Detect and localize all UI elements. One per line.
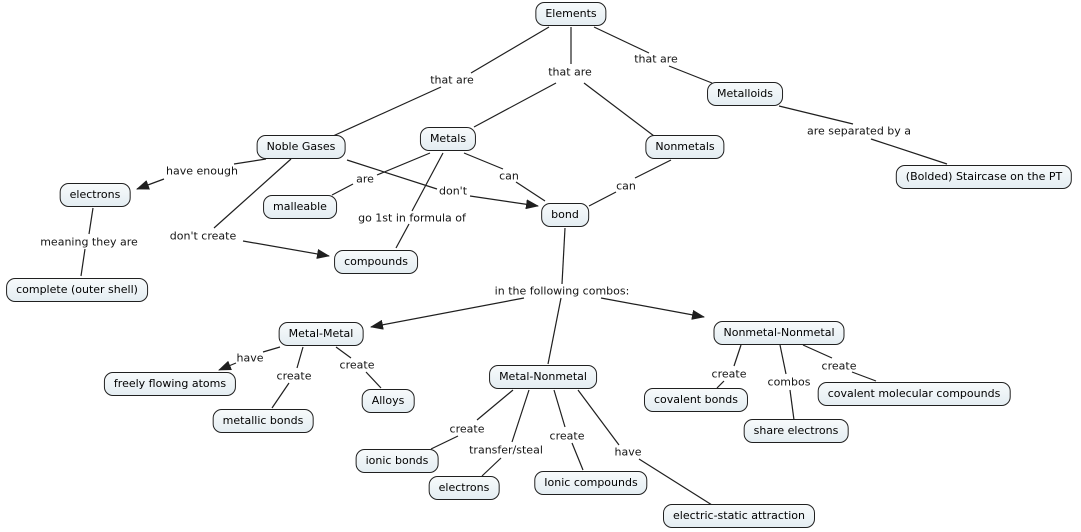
link-label-have-enough[interactable]: have enough bbox=[166, 164, 238, 178]
link-label-have-left[interactable]: have bbox=[236, 351, 264, 365]
edge-comboslabel-to-metalnonmetal bbox=[547, 297, 562, 365]
link-label-that-are-left[interactable]: that are bbox=[430, 73, 474, 87]
concept-node-metal-metal[interactable]: Metal-Metal bbox=[278, 322, 364, 346]
link-label-have-right[interactable]: have bbox=[614, 445, 642, 459]
concept-node-nonmetal-nonmetal[interactable]: Nonmetal-Nonmetal bbox=[713, 321, 845, 345]
link-label-meaning-they-are[interactable]: meaning they are bbox=[40, 235, 138, 249]
link-label-create-mm-alloys[interactable]: create bbox=[339, 358, 375, 372]
edge-create-to-cmc bbox=[851, 371, 877, 382]
edge-metalloids-to-separated bbox=[778, 105, 854, 125]
edge-noblegases-to-dont bbox=[346, 159, 438, 190]
link-label-can-right[interactable]: can bbox=[616, 179, 636, 193]
link-label-combos[interactable]: combos bbox=[767, 375, 811, 389]
link-label-are-separated-by-a[interactable]: are separated by a bbox=[806, 124, 912, 138]
edge-noblegases-to-haveenough bbox=[233, 158, 267, 165]
edge-nn-to-combos bbox=[779, 344, 787, 375]
edge-canright-to-bond bbox=[588, 191, 617, 207]
concept-node-nonmetals[interactable]: Nonmetals bbox=[645, 135, 725, 159]
link-label-create-nn-covalent[interactable]: create bbox=[711, 367, 747, 381]
link-label-create-mn-ionic[interactable]: create bbox=[449, 422, 485, 436]
edge-electrons-to-meaning bbox=[88, 207, 94, 235]
edge-metalmetal-to-have bbox=[262, 346, 281, 353]
edge-combos-to-shareelectrons bbox=[789, 389, 795, 421]
concept-node-bond[interactable]: bond bbox=[541, 203, 589, 227]
concept-node-ionic-compounds[interactable]: Ionic compounds bbox=[534, 471, 648, 495]
edge-comboslabel-to-nonmetalnonmetal bbox=[600, 297, 705, 320]
edge-metalmetal-to-create-alloys bbox=[335, 346, 352, 359]
link-label-that-are-mid[interactable]: that are bbox=[548, 65, 592, 79]
edge-have-to-electricstatic bbox=[638, 458, 713, 506]
edge-metalmetal-to-create-metallic bbox=[296, 346, 304, 369]
concept-node-electrons-transferred[interactable]: electrons bbox=[428, 476, 500, 500]
edge-thatare-right-to-metalloids bbox=[668, 65, 713, 84]
edge-bond-to-combos-label bbox=[561, 227, 566, 285]
edge-have-to-freelyflowing bbox=[218, 360, 237, 371]
link-label-are[interactable]: are bbox=[356, 172, 374, 186]
concept-node-metal-nonmetal[interactable]: Metal-Nonmetal bbox=[489, 365, 597, 389]
edge-create-to-alloys bbox=[365, 371, 382, 389]
edge-create-to-covalentbonds bbox=[716, 380, 725, 389]
concept-node-covalent-bonds[interactable]: covalent bonds bbox=[643, 388, 749, 412]
edge-canleft-to-bond bbox=[515, 181, 546, 202]
concept-node-alloys[interactable]: Alloys bbox=[361, 389, 415, 413]
edge-transfersteal-to-electrons bbox=[481, 457, 502, 477]
edge-elements-to-thatare-left bbox=[470, 26, 550, 74]
link-label-create-mn-ionic-compounds[interactable]: create bbox=[549, 429, 585, 443]
edge-nn-to-create-covalent bbox=[733, 344, 742, 367]
edge-create-to-ionicbonds bbox=[430, 435, 459, 450]
edge-are-to-malleable bbox=[331, 183, 354, 196]
edge-nn-to-create-cmc bbox=[802, 344, 833, 359]
edge-metalnonmetal-to-create-ionic bbox=[476, 389, 514, 421]
concept-node-elements[interactable]: Elements bbox=[535, 2, 607, 26]
link-label-go-1st-in-formula-of[interactable]: go 1st in formula of bbox=[358, 211, 466, 225]
edge-comboslabel-to-metalmetal bbox=[370, 297, 525, 330]
edge-meaning-to-complete bbox=[80, 248, 86, 277]
edge-metals-to-go1st bbox=[411, 152, 444, 212]
concept-node-metals[interactable]: Metals bbox=[419, 127, 477, 151]
edge-dontcreate-to-compounds bbox=[242, 240, 330, 259]
edge-haveenough-to-electrons bbox=[136, 178, 165, 190]
link-label-in-the-following-combos[interactable]: in the following combos: bbox=[494, 284, 630, 298]
concept-node-metallic-bonds[interactable]: metallic bonds bbox=[212, 409, 314, 433]
concept-node-staircase[interactable]: (Bolded) Staircase on the PT bbox=[895, 165, 1073, 189]
edge-nonmetals-to-can-right bbox=[634, 159, 672, 179]
edge-metalnonmetal-to-transfersteal bbox=[511, 389, 530, 443]
edge-metalnonmetal-to-create-ioncomp bbox=[553, 389, 566, 428]
edge-metalnonmetal-to-have bbox=[577, 389, 620, 446]
link-label-create-mm-metallic[interactable]: create bbox=[276, 369, 312, 383]
link-label-transfer-steal[interactable]: transfer/steal bbox=[469, 443, 543, 457]
edge-noblegases-to-dontcreate bbox=[213, 158, 292, 229]
edge-thatare-mid-to-nonmetals bbox=[583, 82, 655, 137]
concept-node-freely-flowing-atoms[interactable]: freely flowing atoms bbox=[103, 372, 237, 396]
concept-node-covalent-molecular-compounds[interactable]: covalent molecular compounds bbox=[817, 382, 1011, 406]
concept-node-electric-static-attraction[interactable]: electric-static attraction bbox=[663, 504, 815, 528]
link-label-dont[interactable]: don't bbox=[438, 184, 468, 198]
concept-node-electrons-outer[interactable]: electrons bbox=[59, 183, 131, 207]
concept-node-complete-outer-shell[interactable]: complete (outer shell) bbox=[6, 278, 148, 302]
edge-metals-to-are bbox=[376, 152, 431, 176]
edge-dont-to-bond bbox=[469, 195, 539, 210]
concept-node-ionic-bonds[interactable]: ionic bonds bbox=[355, 449, 439, 473]
edge-go1st-to-compounds bbox=[395, 223, 410, 249]
edge-separated-to-staircase bbox=[870, 138, 948, 165]
edge-metals-to-can-left bbox=[463, 152, 504, 170]
concept-node-malleable[interactable]: malleable bbox=[263, 195, 337, 219]
link-label-that-are-right[interactable]: that are bbox=[634, 52, 678, 66]
concept-node-share-electrons[interactable]: share electrons bbox=[743, 419, 849, 443]
edge-elements-to-thatare-right bbox=[593, 26, 650, 54]
edge-thatare-mid-to-metals bbox=[473, 82, 557, 128]
edge-create-to-ioniccompounds bbox=[571, 442, 584, 471]
edge-create-to-metallicbonds bbox=[271, 382, 290, 409]
concept-node-compounds[interactable]: compounds bbox=[334, 250, 418, 274]
link-label-can-left[interactable]: can bbox=[499, 169, 519, 183]
link-label-dont-create[interactable]: don't create bbox=[169, 229, 237, 243]
link-label-create-nn-cmc[interactable]: create bbox=[821, 359, 857, 373]
edge-thatare-left-to-noble-gases bbox=[332, 86, 442, 137]
concept-node-metalloids[interactable]: Metalloids bbox=[707, 82, 783, 106]
concept-node-noble-gases[interactable]: Noble Gases bbox=[256, 135, 346, 159]
